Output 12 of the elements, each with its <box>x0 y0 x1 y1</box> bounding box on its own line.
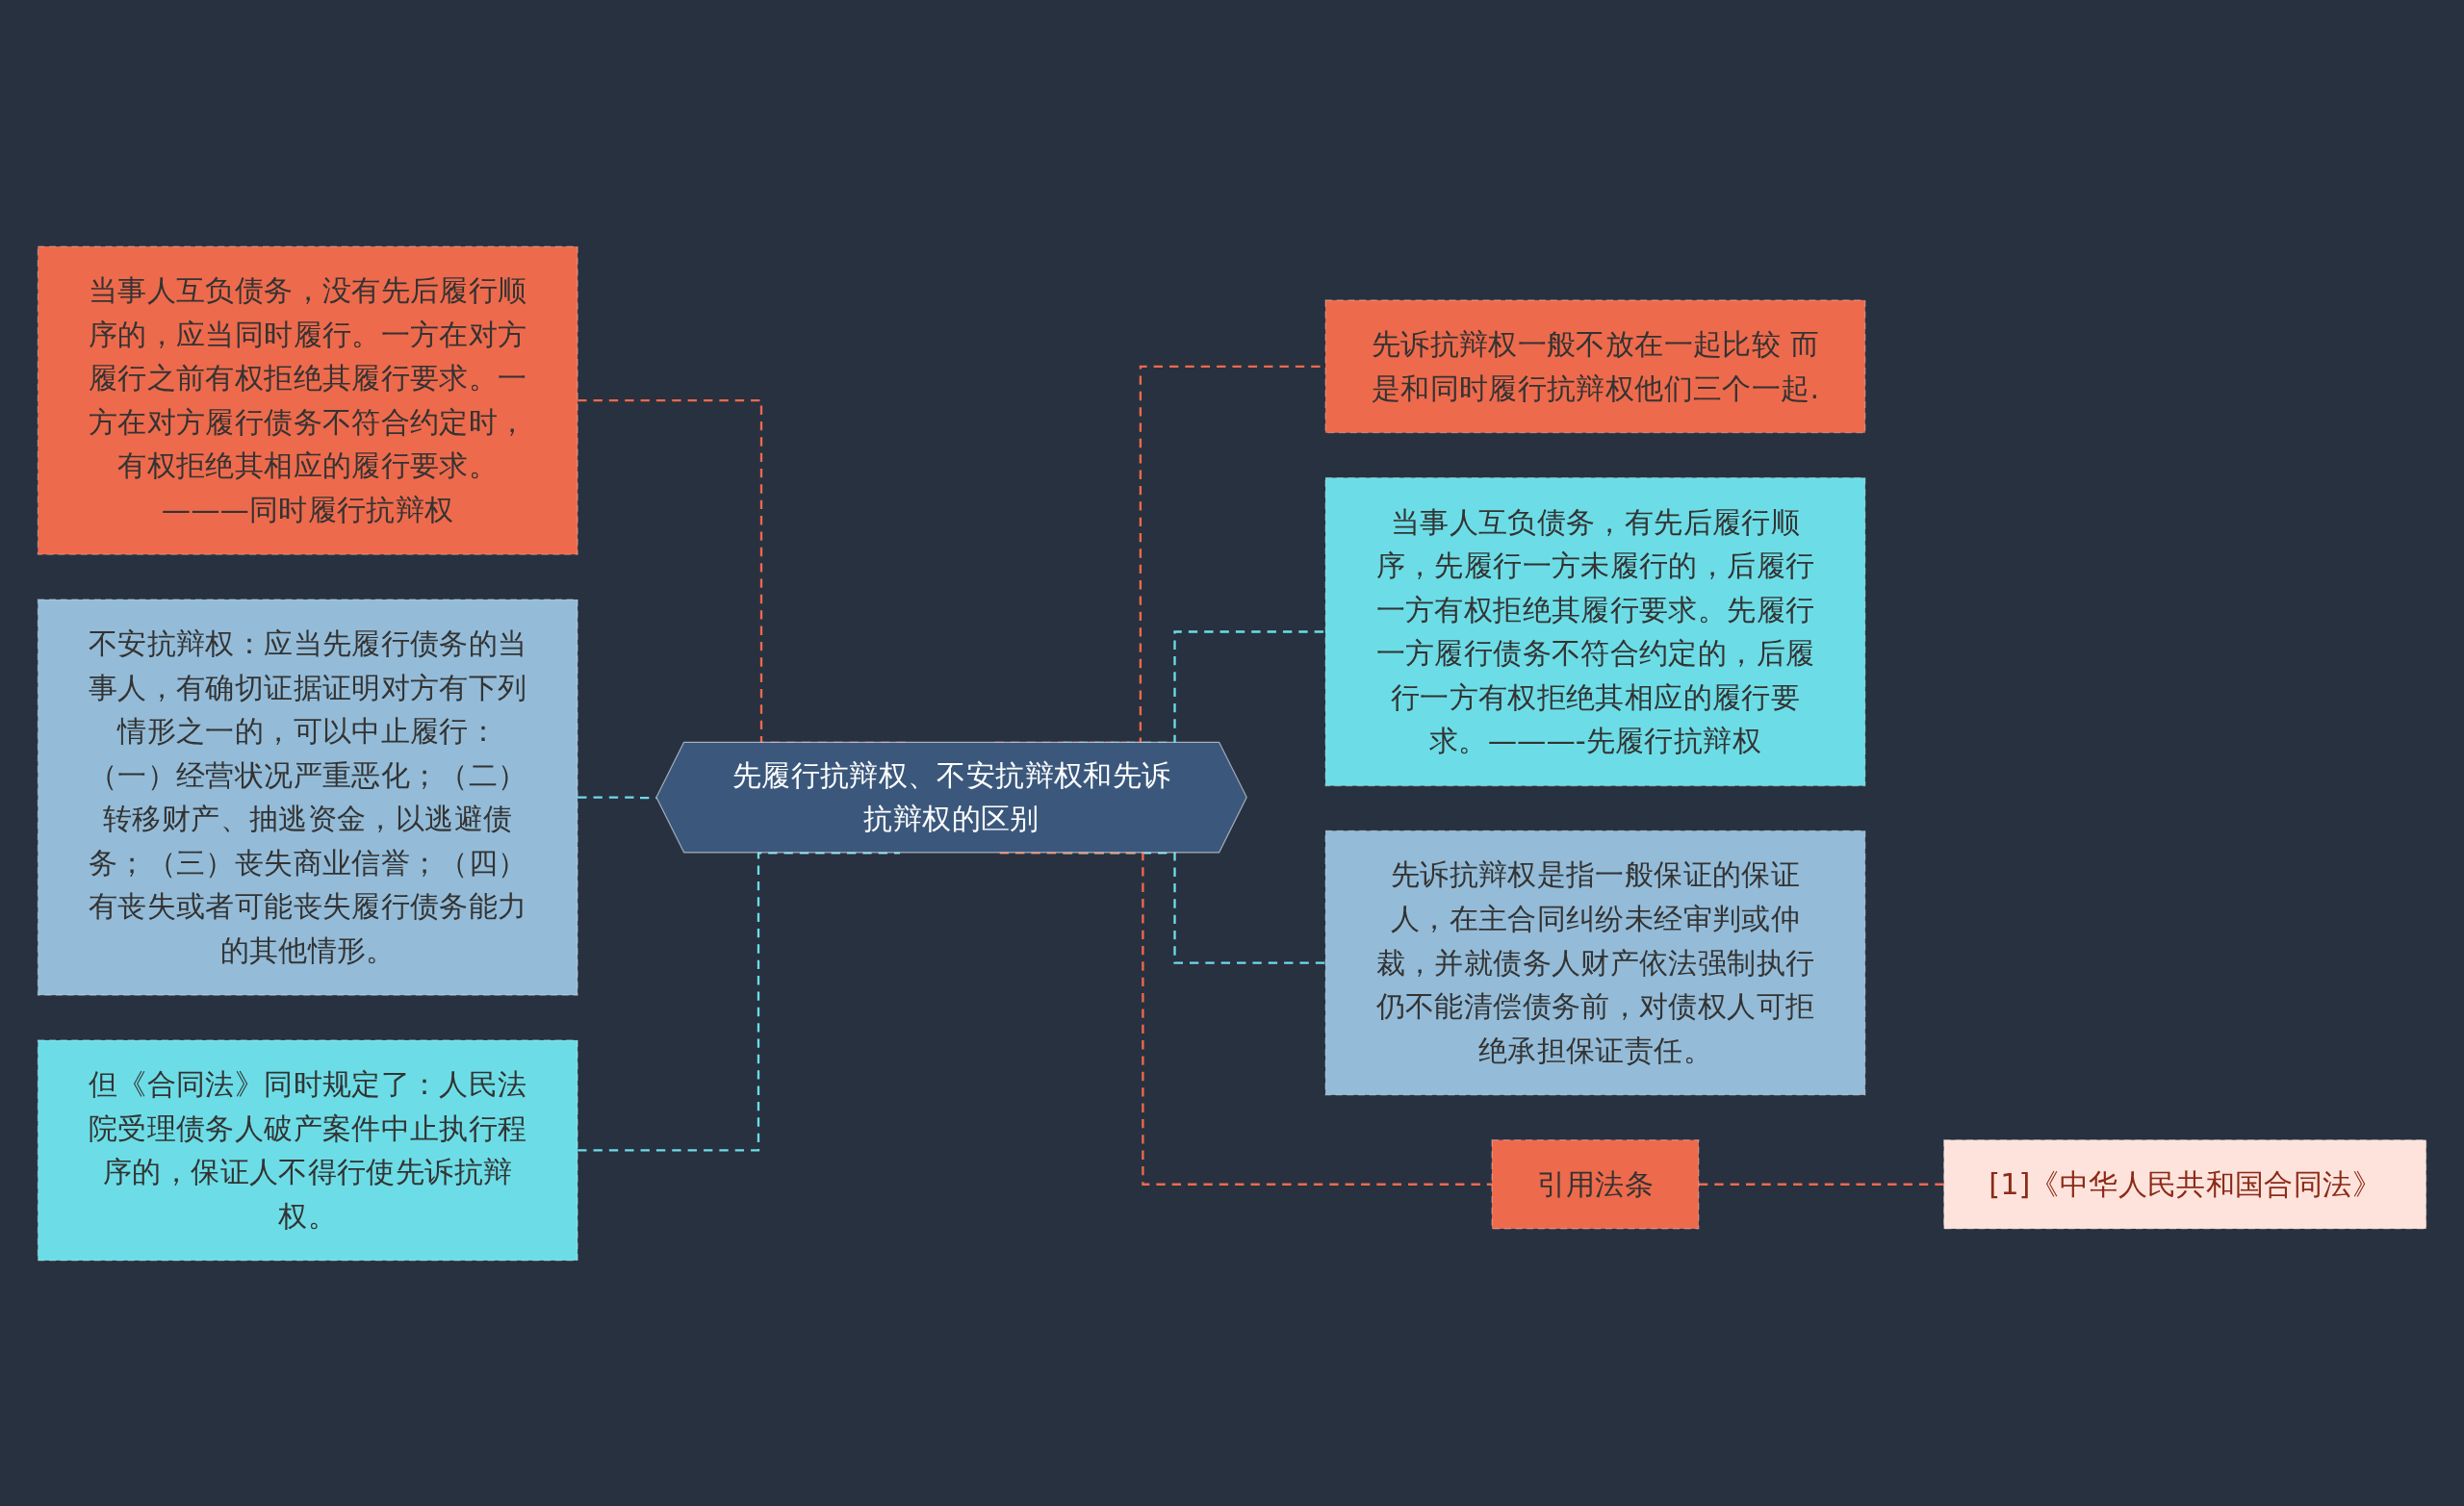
node-box: 先诉抗辩权一般不放在一起比较 而是和同时履行抗辩权他们三个一起. <box>1324 298 1866 433</box>
node-box: 不安抗辩权：应当先履行债务的当事人，有确切证据证明对方有下列情形之一的，可以中止履行：（一）经营状况严重恶化；（二）转移财产、抽逃资金，以逃避债务；（三）丧失商业信誉；（四）有丧失或者可能丧失履行债务能力的其他情形。 <box>37 598 578 996</box>
node-box: 引用法条 <box>1491 1138 1700 1229</box>
node-box: 但《合同法》同时规定了：人民法院受理债务人破产案件中止执行程序的，保证人不得行使先诉抗辩权。 <box>37 1038 578 1261</box>
connector <box>999 851 1492 1186</box>
connector <box>1698 1183 1944 1186</box>
connector <box>578 795 657 799</box>
node-box: 当事人互负债务，有先后履行顺序，先履行一方未履行的，后履行一方有权拒绝其履行要求。先履行一方履行债务不符合约定的，后履行一方有权拒绝其相应的履行要求。———-先履行抗辩权 <box>1324 476 1866 786</box>
node-box: 当事人互负债务，没有先后履行顺序的，应当同时履行。一方在对方履行之前有权拒绝其履行要求。一方在对方履行债务不符合约定时，有权拒绝其相应的履行要求。———同时履行抗辩权 <box>37 245 578 555</box>
connector <box>578 851 900 1152</box>
node-box: [1]《中华人民共和国合同法》 <box>1943 1138 2427 1229</box>
node-box: 先诉抗辩权是指一般保证的保证人，在主合同纠纷未经审判或仲裁，并就债务人财产依法强制执行仍不能清偿债务前，对债权人可拒绝承担保证责任。 <box>1324 830 1866 1095</box>
